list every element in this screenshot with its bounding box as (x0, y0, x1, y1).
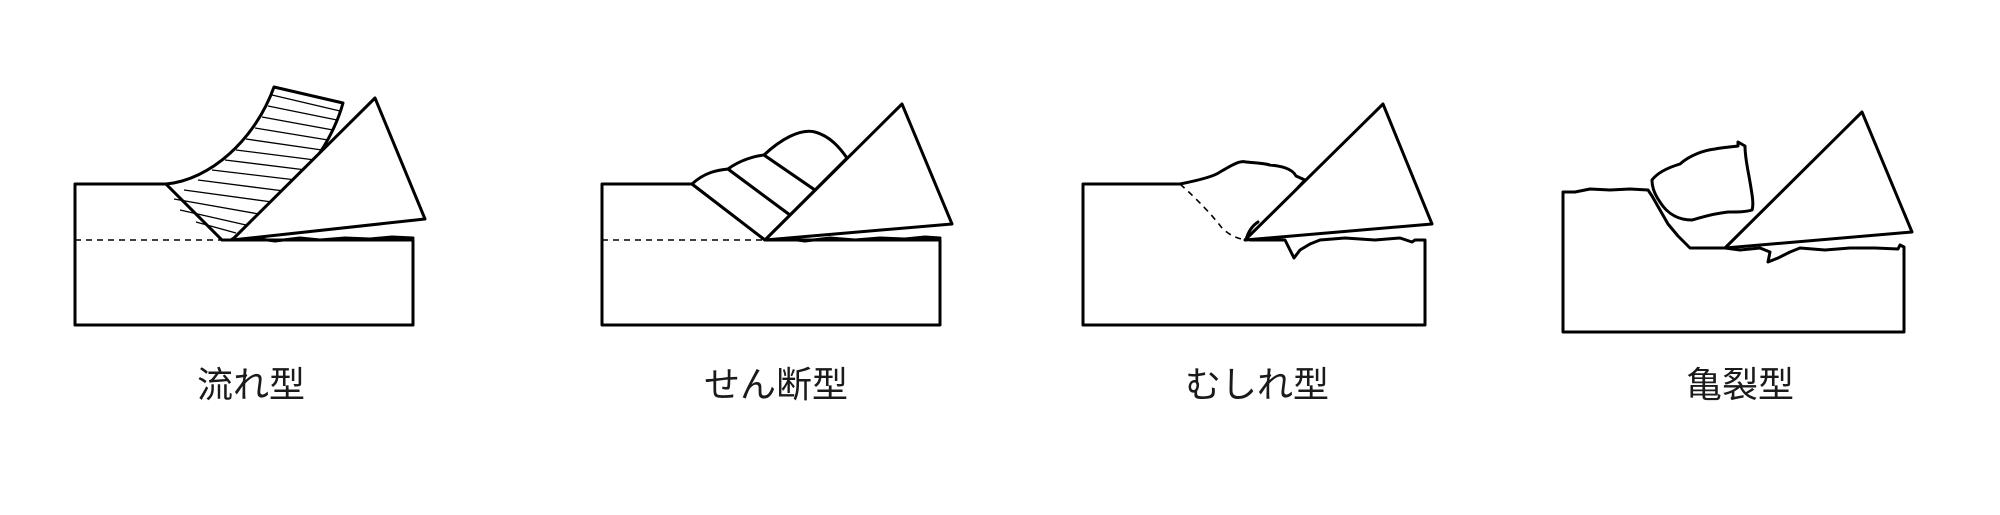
machined-surface (763, 235, 942, 243)
caption-shear-chip: せん断型 (703, 365, 848, 406)
workpiece-block (1561, 187, 1906, 334)
workpiece-block (1081, 160, 1427, 327)
tear-fragment (1244, 220, 1260, 242)
cutting-tool (230, 96, 427, 242)
panel-tear-chip (1081, 102, 1434, 327)
torn-zone-line (1179, 183, 1251, 241)
cutting-tool (1723, 110, 1914, 250)
panel-shear-chip (600, 102, 954, 327)
panel-crack-chip (1561, 110, 1914, 334)
cutting-tool (1243, 102, 1434, 242)
shear-segment-3 (762, 129, 849, 192)
machined-surface (230, 235, 415, 243)
crack-chip-fragment (1650, 140, 1755, 222)
chip-lamellae (173, 94, 341, 234)
panel-flow-chip (73, 85, 427, 327)
caption-crack-chip: 亀裂型 (1685, 365, 1794, 406)
caption-flow-chip: 流れ型 (196, 365, 305, 406)
caption-tear-chip: むしれ型 (1184, 365, 1329, 406)
cutting-tool (763, 102, 954, 242)
